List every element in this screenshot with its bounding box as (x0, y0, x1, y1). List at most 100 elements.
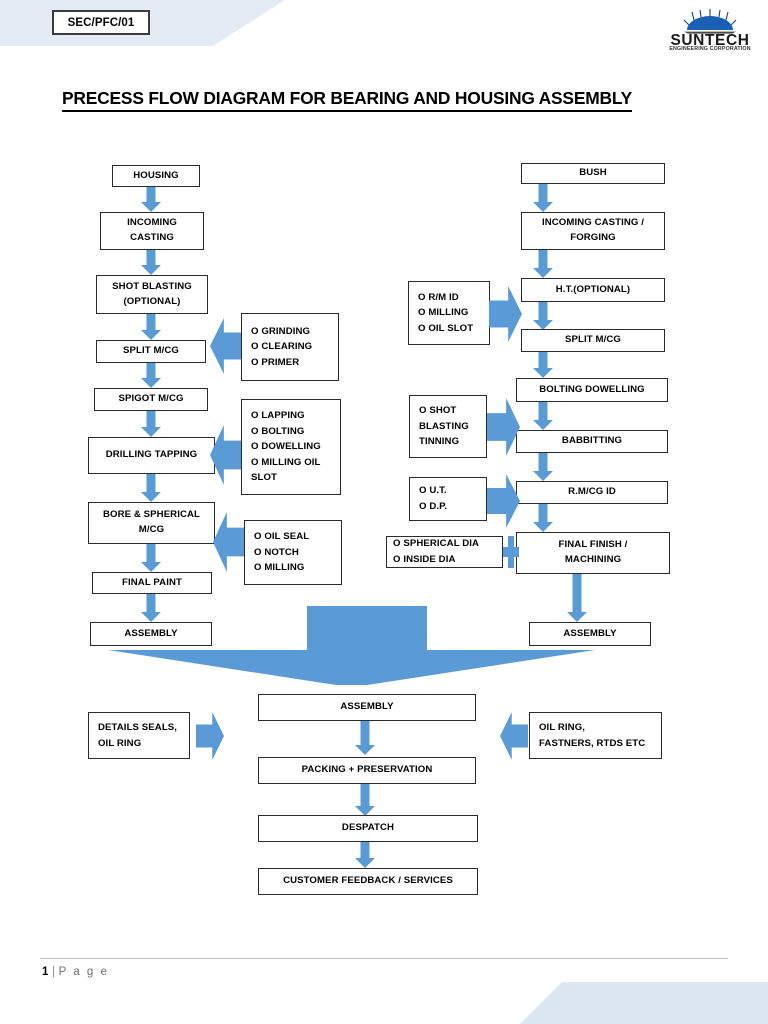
note-line: O OIL SLOT (418, 322, 474, 334)
note-line: O NOTCH (254, 546, 299, 558)
flow-box-ht-optional[interactable]: H.T.(OPTIONAL) (521, 278, 665, 302)
note-arrow-left-icon (210, 318, 243, 374)
footer-page-indicator: 1 | P a g e (42, 966, 109, 978)
flow-box-label: SPIGOT M/CG (118, 393, 184, 405)
flow-box-packing-preservation[interactable]: PACKING + PRESERVATION (258, 757, 476, 784)
note-line: O BOLTING (251, 425, 305, 437)
flow-box-label: HOUSING (133, 169, 179, 181)
flow-box-label: FINAL PAINT (122, 576, 182, 588)
flow-box-label: INCOMING CASTING / FORGING (541, 217, 644, 243)
flow-box-rm-cg-id[interactable]: R.M/CG ID (516, 481, 668, 504)
note-line: TINNING (419, 436, 460, 448)
note-box-oil-seal: O OIL SEAL O NOTCH O MILLING (244, 520, 342, 585)
arrow-down-icon (355, 842, 375, 868)
flow-box-label: DESPATCH (341, 822, 395, 834)
note-line: FASTNERS, RTDS ETC (539, 737, 646, 749)
sun-dome-icon (683, 9, 737, 34)
flow-box-incoming-casting[interactable]: INCOMING CASTING (100, 212, 204, 250)
note-line: O U.T. (419, 485, 447, 497)
flow-box-label: ASSEMBLY (340, 701, 394, 713)
plus-connector-icon (503, 536, 519, 568)
logo-tagline: ENGINEERING CORPORATION (669, 46, 751, 52)
footer-page-number: 1 (42, 966, 49, 978)
arrow-down-icon (141, 411, 161, 437)
note-line: BLASTING (419, 420, 469, 432)
flow-box-label: BOLTING DOWELLING (539, 383, 645, 395)
arrow-down-icon (141, 363, 161, 388)
document-code-text: SEC/PFC/01 (67, 16, 135, 29)
note-box-shot-blasting-tinning: O SHOT BLASTING TINNING (409, 395, 487, 458)
arrow-down-icon (533, 250, 553, 278)
note-arrow-right-icon (489, 286, 522, 342)
flow-box-final-paint[interactable]: FINAL PAINT (92, 572, 212, 594)
note-line: O PRIMER (251, 356, 300, 368)
merge-arrow-icon (108, 606, 595, 685)
note-box-lapping: O LAPPING O BOLTING O DOWELLING O MILLIN… (241, 399, 341, 495)
flow-box-split-mcg-left[interactable]: SPLIT M/CG (96, 340, 206, 363)
flow-box-label: CUSTOMER FEEDBACK / SERVICES (283, 875, 453, 887)
note-line: O R/M ID (418, 291, 459, 303)
footer-decoration (520, 982, 768, 1024)
flow-box-split-mcg-right[interactable]: SPLIT M/CG (521, 329, 665, 352)
flow-box-bolting-dowelling[interactable]: BOLTING DOWELLING (516, 378, 668, 402)
footer-divider (40, 958, 728, 959)
note-line: O CLEARING (251, 341, 313, 353)
flow-box-bush[interactable]: BUSH (521, 163, 665, 184)
note-line: OIL RING (98, 737, 142, 749)
flow-box-babbitting[interactable]: BABBITTING (516, 430, 668, 453)
flow-box-label: DRILLING TAPPING (105, 449, 198, 461)
arrow-down-icon (141, 474, 161, 502)
note-line: O INSIDE DIA (393, 554, 456, 565)
flow-box-customer-feedback[interactable]: CUSTOMER FEEDBACK / SERVICES (258, 868, 478, 895)
note-line: O MILLING (254, 562, 305, 574)
arrow-down-icon (533, 402, 553, 430)
flow-box-drilling-tapping[interactable]: DRILLING TAPPING (88, 437, 215, 474)
arrow-down-icon (141, 250, 161, 275)
note-line: O SPHERICAL DIA (393, 538, 480, 550)
document-code-box: SEC/PFC/01 (52, 10, 150, 35)
note-arrow-left-icon (210, 425, 243, 485)
flow-box-incoming-casting-forging[interactable]: INCOMING CASTING / FORGING (521, 212, 665, 250)
note-line: SLOT (251, 472, 277, 484)
flow-box-label: R.M/CG ID (568, 486, 616, 498)
flow-box-assembly-left[interactable]: ASSEMBLY (90, 622, 212, 646)
arrow-down-icon (355, 784, 375, 816)
arrow-down-icon (141, 314, 161, 340)
flow-box-final-finish-machining[interactable]: FINAL FINISH / MACHINING (516, 532, 670, 574)
note-box-spherical-dia: O SPHERICAL DIA O INSIDE DIA (386, 536, 503, 568)
flow-box-spigot-mcg[interactable]: SPIGOT M/CG (94, 388, 208, 411)
arrow-down-icon (567, 574, 587, 622)
arrow-down-icon (533, 352, 553, 378)
note-arrow-left-icon (213, 512, 246, 572)
flow-box-label: FINAL FINISH / MACHINING (558, 539, 628, 565)
arrow-down-icon (533, 184, 553, 212)
flow-box-housing[interactable]: HOUSING (112, 165, 200, 187)
note-line: O MILLING OIL (251, 456, 321, 468)
arrow-down-icon (533, 453, 553, 481)
note-arrow-right-icon (196, 712, 224, 760)
note-box-ut-dp: O U.T. O D.P. (409, 477, 487, 521)
flow-box-label: PACKING + PRESERVATION (301, 764, 433, 776)
flow-box-label: ASSEMBLY (563, 627, 617, 639)
flow-box-assembly-right[interactable]: ASSEMBLY (529, 622, 651, 646)
flow-box-label: BUSH (579, 167, 607, 179)
note-box-details-seals: DETAILS SEALS, OIL RING (88, 712, 190, 759)
note-line: O SHOT (419, 405, 457, 417)
note-line: O D.P. (419, 501, 448, 512)
suntech-logo: SUNTECH ENGINEERING CORPORATION (663, 9, 757, 53)
arrow-down-icon (355, 721, 375, 755)
flow-box-label: SHOT BLASTING (OPTIONAL) (112, 280, 192, 307)
arrow-down-icon (533, 504, 553, 532)
flow-box-assembly-merged[interactable]: ASSEMBLY (258, 694, 476, 721)
flow-box-despatch[interactable]: DESPATCH (258, 815, 478, 842)
flow-box-shot-blasting[interactable]: SHOT BLASTING (OPTIONAL) (96, 275, 208, 314)
flow-box-label: ASSEMBLY (124, 627, 178, 639)
footer-separator: | (52, 966, 56, 978)
logo-wordmark: SUNTECH (670, 32, 750, 49)
arrow-down-icon (141, 187, 161, 212)
note-line: O LAPPING (251, 410, 305, 422)
flow-box-label: H.T.(OPTIONAL) (555, 283, 631, 295)
note-box-oil-ring-fastners: OIL RING, FASTNERS, RTDS ETC (529, 712, 662, 759)
note-line: O GRINDING (251, 325, 311, 337)
flow-box-bore-spherical[interactable]: BORE & SPHERICAL M/CG (88, 502, 215, 544)
